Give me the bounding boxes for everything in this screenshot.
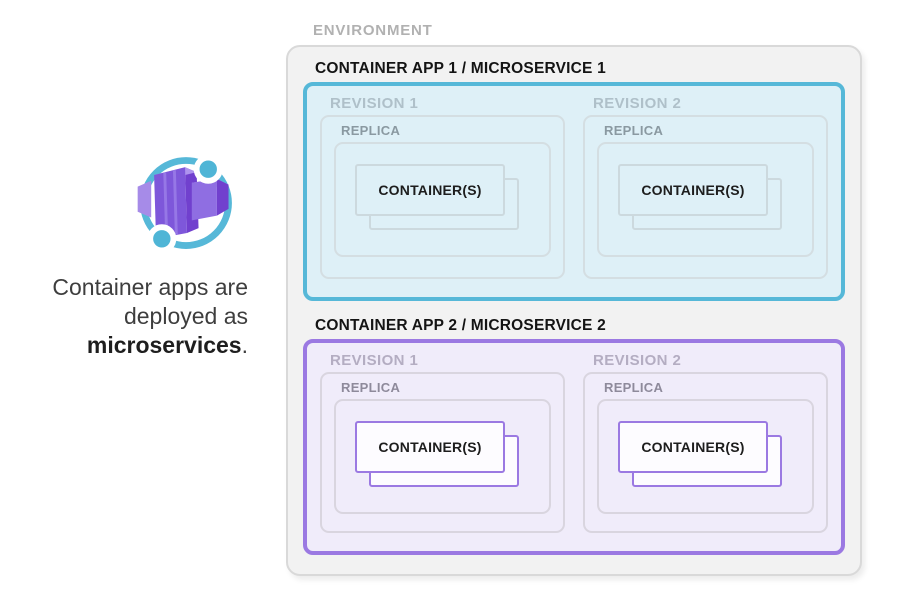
environment-box: CONTAINER APP 1 / MICROSERVICE 1 REVISIO… (286, 45, 862, 576)
revision-box: REPLICA CONTAINER(S) (320, 115, 565, 279)
revision-label: REVISION 2 (593, 352, 682, 369)
orbit-dot-top-icon (193, 154, 223, 184)
replica-box: CONTAINER(S) (334, 399, 551, 514)
revision-label: REVISION 1 (330, 352, 419, 369)
app2-revision-1: REVISION 1 REPLICA CONTAINER(S) (320, 352, 565, 533)
revision-label: REVISION 2 (593, 95, 682, 112)
caption-emphasis: microservices (86, 332, 242, 358)
main-box-stripe-icon (172, 170, 178, 235)
main-box-front-icon (154, 167, 187, 239)
caption-suffix: . (241, 332, 248, 358)
app1-revision-2: REVISION 2 REPLICA CONTAINER(S) (583, 95, 828, 279)
container-card-front: CONTAINER(S) (618, 164, 768, 216)
containers-label: CONTAINER(S) (641, 439, 745, 455)
right-box-side-icon (216, 178, 229, 216)
caption-line-2: deployed as (123, 303, 248, 329)
containers-label: CONTAINER(S) (378, 182, 482, 198)
environment-label: ENVIRONMENT (313, 22, 433, 39)
revision-label: REVISION 1 (330, 95, 419, 112)
app1-revision-1: REVISION 1 REPLICA CONTAINER(S) (320, 95, 565, 279)
container-app-1: CONTAINER APP 1 / MICROSERVICE 1 REVISIO… (303, 60, 845, 301)
containers-label: CONTAINER(S) (641, 182, 745, 198)
orbit-dot-bottom-icon (147, 224, 177, 254)
container-app-2-box: REVISION 1 REPLICA CONTAINER(S) (303, 339, 845, 555)
revision-box: REPLICA CONTAINER(S) (320, 372, 565, 533)
figure-caption: Container apps are deployed as microserv… (30, 273, 248, 360)
left-box-icon (137, 180, 152, 218)
azure-container-apps-icon (128, 146, 244, 262)
container-card-front: CONTAINER(S) (618, 421, 768, 473)
replica-label: REPLICA (604, 380, 664, 395)
revision-box: REPLICA CONTAINER(S) (583, 372, 828, 533)
caption-line-3: microservices. (30, 331, 248, 360)
caption-line-1: Container apps are (52, 274, 248, 300)
container-app-2: CONTAINER APP 2 / MICROSERVICE 2 REVISIO… (303, 317, 845, 555)
replica-box: CONTAINER(S) (334, 142, 551, 257)
container-app-2-label: CONTAINER APP 2 / MICROSERVICE 2 (315, 317, 606, 334)
container-apps-logo-svg (137, 154, 232, 254)
container-app-1-box: REVISION 1 REPLICA CONTAINER(S) (303, 82, 845, 301)
revision-box: REPLICA CONTAINER(S) (583, 115, 828, 279)
replica-label: REPLICA (604, 123, 664, 138)
containers-label: CONTAINER(S) (378, 439, 482, 455)
container-card-front: CONTAINER(S) (355, 164, 505, 216)
container-app-1-label: CONTAINER APP 1 / MICROSERVICE 1 (315, 60, 606, 77)
app2-revision-2: REVISION 2 REPLICA CONTAINER(S) (583, 352, 828, 533)
replica-label: REPLICA (341, 380, 401, 395)
right-box-front-icon (191, 178, 217, 221)
replica-box: CONTAINER(S) (597, 399, 814, 514)
replica-label: REPLICA (341, 123, 401, 138)
environment-section: ENVIRONMENT CONTAINER APP 1 / MICROSERVI… (286, 22, 862, 576)
replica-box: CONTAINER(S) (597, 142, 814, 257)
container-card-front: CONTAINER(S) (355, 421, 505, 473)
